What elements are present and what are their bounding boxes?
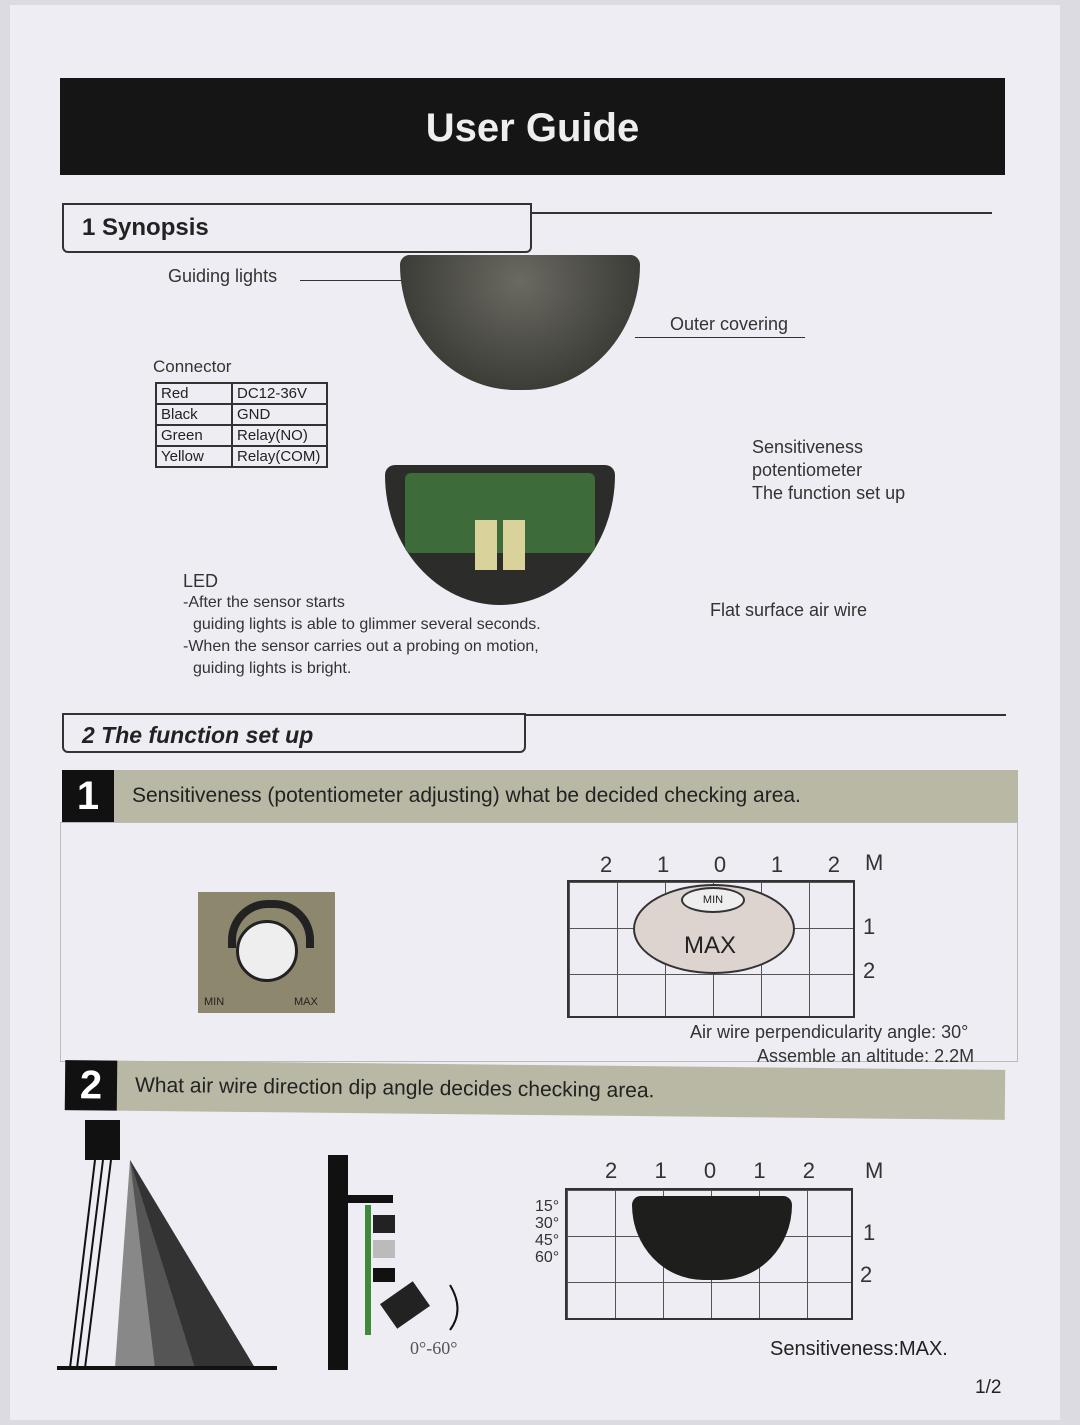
step1-band: 1 Sensitiveness (potentiometer adjusting… bbox=[62, 770, 1018, 822]
knob-min-label: MIN bbox=[204, 996, 225, 1008]
angle-note: Air wire perpendicularity angle: 30° bbox=[690, 1022, 969, 1042]
outer-covering-label: Outer covering bbox=[670, 314, 789, 334]
step1-text: Sensitiveness (potentiometer adjusting) … bbox=[132, 784, 801, 807]
y-tick: 2 bbox=[863, 958, 876, 983]
flat-surface-wire-label: Flat surface air wire bbox=[710, 600, 868, 620]
detection-grid-1: MIN MAX bbox=[567, 880, 855, 1018]
sensitiveness-max-label: Sensitiveness:MAX. bbox=[770, 1338, 948, 1360]
max-zone bbox=[633, 884, 795, 974]
guiding-lights-label: Guiding lights bbox=[168, 266, 278, 286]
wire-color: Yellow bbox=[155, 445, 233, 468]
potentiometer-knob[interactable]: MIN MAX bbox=[198, 892, 335, 1013]
step1-panel bbox=[60, 822, 1018, 1062]
step2-text: What air wire direction dip angle decide… bbox=[134, 1073, 655, 1103]
sensor-tilt-diagram bbox=[328, 1155, 459, 1370]
wire-function: Relay(COM) bbox=[231, 445, 328, 468]
unit-label: M bbox=[865, 1158, 884, 1183]
paper bbox=[10, 5, 1060, 1420]
unit-label: M bbox=[865, 850, 884, 875]
page-number: 1/2 bbox=[975, 1377, 1002, 1398]
detection-grid-2 bbox=[565, 1188, 853, 1320]
section-function-heading: 2 The function set up bbox=[62, 713, 526, 753]
angle-labels: 15°30°45°60° bbox=[535, 1198, 560, 1266]
wire-color: Black bbox=[155, 403, 233, 426]
y-tick: 2 bbox=[860, 1262, 873, 1287]
y-tick: 1 bbox=[863, 1220, 876, 1245]
angle-range-label: 0°-60° bbox=[410, 1338, 458, 1358]
min-zone: MIN bbox=[681, 887, 745, 913]
wire-color: Red bbox=[155, 382, 233, 405]
leader-line bbox=[300, 280, 410, 281]
max-zone-label: MAX bbox=[684, 932, 737, 959]
knob-max-label: MAX bbox=[294, 996, 318, 1008]
wire-color: Green bbox=[155, 424, 233, 447]
divider bbox=[526, 714, 1006, 716]
leader-line bbox=[635, 337, 805, 338]
wire-function: DC12-36V bbox=[231, 382, 328, 405]
detection-cone-diagram bbox=[57, 1120, 277, 1370]
rotate-arrow-icon bbox=[228, 900, 314, 948]
y-tick: 1 bbox=[863, 914, 876, 939]
page-title: User Guide bbox=[60, 78, 1005, 175]
connector-label: Connector bbox=[153, 357, 232, 376]
wire-function: Relay(NO) bbox=[231, 424, 328, 447]
detection-zone bbox=[632, 1196, 792, 1280]
section-synopsis-heading: 1 Synopsis bbox=[62, 203, 532, 253]
step2-band: 2 What air wire direction dip angle deci… bbox=[64, 1060, 1006, 1120]
step-number: 2 bbox=[64, 1060, 118, 1111]
altitude-note: Assemble an altitude: 2.2M bbox=[757, 1046, 975, 1066]
divider bbox=[532, 212, 992, 214]
wire-function: GND bbox=[231, 403, 328, 426]
step-number: 1 bbox=[62, 770, 114, 822]
